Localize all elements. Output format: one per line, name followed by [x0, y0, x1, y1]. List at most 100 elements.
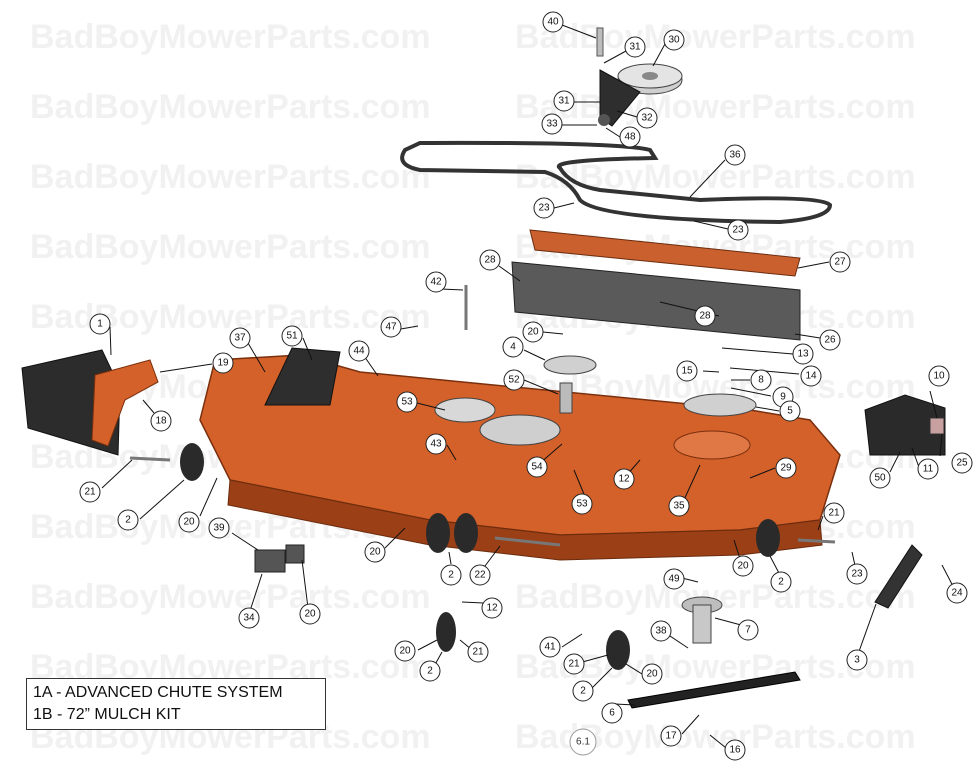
wheel-2	[426, 513, 450, 553]
mulch-plug-50	[864, 394, 946, 456]
callout-label: 21	[828, 508, 840, 519]
callout-13: 13	[792, 343, 814, 365]
callout-23: 23	[727, 219, 749, 241]
callout-40: 40	[542, 11, 564, 33]
callout-label: 47	[385, 322, 397, 333]
pulley-5	[683, 393, 757, 417]
callout-4: 4	[502, 336, 524, 358]
watermark-text: BadBoyMowerParts.com	[30, 158, 431, 196]
baffle-27	[529, 229, 801, 277]
callout-16: 16	[724, 739, 746, 761]
callout-14: 14	[800, 365, 822, 387]
callout-label: 2	[580, 686, 586, 697]
belt-cover-51	[264, 347, 341, 406]
callout-label: 33	[546, 119, 558, 130]
callout-19: 19	[212, 352, 234, 374]
legend-line-mulch: 1B - 72” MULCH KIT	[33, 706, 181, 723]
callout-6: 6	[601, 702, 623, 724]
callout-label: 2	[125, 515, 131, 526]
callout-44: 44	[348, 340, 370, 362]
axle-bolt-21	[797, 538, 836, 544]
callout-label: 29	[780, 463, 792, 474]
callout-label: 3	[854, 655, 860, 666]
callout-2: 2	[117, 509, 139, 531]
callout-label: 11	[923, 464, 934, 475]
callout-29: 29	[775, 457, 797, 479]
legend-line-chute: 1A - ADVANCED CHUTE SYSTEM	[33, 684, 283, 701]
callout-label: 18	[155, 416, 167, 427]
callout-23: 23	[533, 197, 555, 219]
axle-bolt-21	[129, 456, 171, 462]
callout-label: 20	[399, 646, 411, 657]
callout-1: 1	[89, 313, 111, 335]
callout-42: 42	[425, 271, 447, 293]
callout-label: 2	[427, 666, 433, 677]
callout-35: 35	[668, 495, 690, 517]
callout-51: 51	[281, 325, 303, 347]
callout-label: 38	[655, 626, 667, 637]
callout-20: 20	[394, 640, 416, 662]
callout-30: 30	[663, 29, 685, 51]
roller-34	[254, 549, 286, 573]
chute-bracket-19	[91, 359, 159, 447]
callout-5: 5	[779, 400, 801, 422]
callout-label: 16	[729, 745, 741, 756]
callout-label: 54	[531, 462, 543, 473]
bolt-40	[596, 27, 604, 57]
spacer-52	[559, 382, 573, 414]
callout-label: 20	[737, 561, 749, 572]
callout-label: 28	[484, 255, 496, 266]
callout-8: 8	[750, 369, 772, 391]
callout-20: 20	[522, 321, 544, 343]
callout-54: 54	[526, 456, 548, 478]
callout-31: 31	[624, 36, 646, 58]
callout-10: 10	[928, 365, 950, 387]
callout-label: 12	[486, 603, 498, 614]
callout-label: 15	[681, 366, 693, 377]
callout-label: 7	[745, 625, 751, 636]
callout-32: 32	[636, 107, 658, 129]
callout-label: 20	[646, 669, 658, 680]
callout-17: 17	[660, 725, 682, 747]
callout-label: 43	[430, 439, 442, 450]
callout-label: 8	[758, 375, 764, 386]
callout-label: 12	[618, 474, 630, 485]
idler-pulley-assembly	[596, 27, 683, 127]
callout-label: 17	[665, 731, 677, 742]
page-reference: 6.1	[569, 728, 597, 756]
callout-label: 13	[797, 349, 809, 360]
callout-label: 14	[805, 371, 817, 382]
deck-skirt	[227, 479, 823, 561]
callout-12: 12	[481, 597, 503, 619]
wheel-2	[454, 513, 478, 553]
callout-25: 25	[951, 452, 973, 474]
callout-label: 32	[641, 113, 653, 124]
callout-47: 47	[380, 316, 402, 338]
callout-label: 9	[780, 392, 786, 403]
callout-label: 19	[217, 358, 229, 369]
callout-11: 11	[917, 458, 939, 480]
callout-21: 21	[79, 481, 101, 503]
callout-label: 53	[576, 499, 588, 510]
watermark-text: BadBoyMowerParts.com	[30, 88, 431, 126]
callout-label: 26	[824, 335, 836, 346]
callout-label: 53	[401, 397, 413, 408]
callout-22: 22	[469, 564, 491, 586]
wheel-2	[606, 630, 630, 670]
callout-label: 4	[510, 342, 516, 353]
watermark-text: BadBoyMowerParts.com	[30, 18, 431, 56]
callout-label: 31	[629, 42, 641, 53]
wheel-2	[756, 519, 780, 557]
watermark-text: BadBoyMowerParts.com	[30, 298, 431, 336]
callout-7: 7	[737, 619, 759, 641]
callout-label: 23	[538, 203, 550, 214]
callout-15: 15	[676, 360, 698, 382]
callout-39: 39	[208, 517, 230, 539]
callout-43: 43	[425, 433, 447, 455]
callout-28: 28	[694, 305, 716, 327]
callout-28: 28	[479, 249, 501, 271]
callout-label: 28	[699, 311, 711, 322]
callout-label: 6	[609, 708, 615, 719]
callout-label: 5	[787, 406, 793, 417]
